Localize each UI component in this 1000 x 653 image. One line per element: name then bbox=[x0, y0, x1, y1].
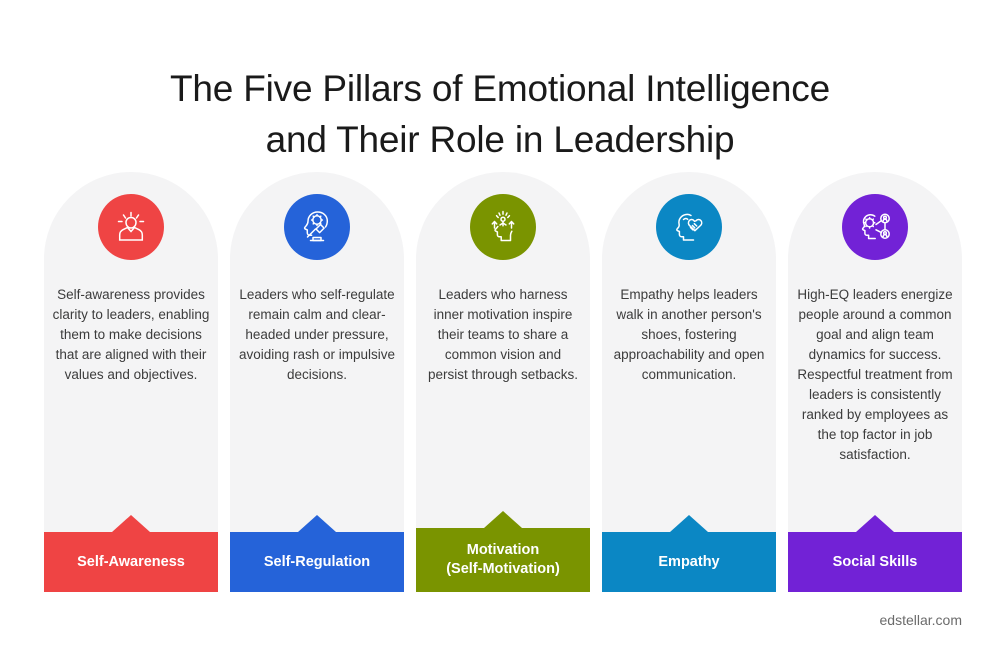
pillar-card: High-EQ leaders energize people around a… bbox=[788, 172, 962, 572]
pillar-label-text: Motivation bbox=[466, 542, 540, 558]
pillar-description: Empathy helps leaders walk in another pe… bbox=[613, 287, 765, 382]
pillar-card: Empathy helps leaders walk in another pe… bbox=[602, 172, 776, 572]
pillar-motivation: Leaders who harness inner motivation ins… bbox=[416, 172, 590, 592]
pointer-triangle-icon bbox=[856, 515, 894, 532]
pillar-card: Leaders who self-regulate remain calm an… bbox=[230, 172, 404, 572]
pillar-description: Leaders who harness inner motivation ins… bbox=[427, 287, 579, 382]
pillar-self-awareness: Self-awareness provides clarity to leade… bbox=[44, 172, 218, 592]
pillar-card: Leaders who harness inner motivation ins… bbox=[416, 172, 590, 572]
pillars-row: Self-awareness provides clarity to leade… bbox=[44, 172, 962, 592]
pillar-label-text: Self-Awareness bbox=[77, 553, 185, 570]
source-attribution[interactable]: edstellar.com bbox=[879, 612, 962, 628]
pointer-triangle-icon bbox=[670, 515, 708, 532]
pillar-label-empathy[interactable]: Empathy bbox=[602, 515, 776, 592]
pillar-label-text: Self-Regulation bbox=[263, 553, 371, 570]
pillar-description: High-EQ leaders energize people around a… bbox=[797, 287, 953, 462]
social-skills-icon-badge bbox=[842, 194, 908, 260]
pointer-triangle-icon bbox=[298, 515, 336, 532]
head-with-rays-icon bbox=[111, 207, 151, 247]
pillar-label-text: Social Skills bbox=[832, 553, 918, 570]
pillar-description: Leaders who self-regulate remain calm an… bbox=[238, 287, 396, 382]
pillar-label-social-skills[interactable]: Social Skills bbox=[788, 515, 962, 592]
head-gear-network-icon bbox=[855, 207, 895, 247]
pillar-label-motivation[interactable]: Motivation (Self-Motivation) bbox=[416, 511, 590, 592]
self-regulation-icon-badge bbox=[284, 194, 350, 260]
pillar-empathy: Empathy helps leaders walk in another pe… bbox=[602, 172, 776, 592]
pillar-label-self-awareness[interactable]: Self-Awareness bbox=[44, 515, 218, 592]
motivation-icon-badge bbox=[470, 194, 536, 260]
head-gear-gavel-icon bbox=[297, 207, 337, 247]
pointer-triangle-icon bbox=[484, 511, 522, 528]
page-title-line-1: The Five Pillars of Emotional Intelligen… bbox=[170, 67, 830, 109]
page-title-line-2: and Their Role in Leadership bbox=[265, 118, 735, 160]
pillar-label-text-secondary: (Self-Motivation) bbox=[446, 561, 560, 577]
self-awareness-icon-badge bbox=[98, 194, 164, 260]
pillar-description: Self-awareness provides clarity to leade… bbox=[52, 287, 210, 382]
page-title: The Five Pillars of Emotional Intelligen… bbox=[50, 63, 950, 165]
pillar-social-skills: High-EQ leaders energize people around a… bbox=[788, 172, 962, 592]
pillar-card: Self-awareness provides clarity to leade… bbox=[44, 172, 218, 572]
pillar-label-text: Empathy bbox=[658, 553, 720, 570]
head-arrows-up-icon bbox=[483, 207, 523, 247]
head-with-heart-hand-icon bbox=[669, 207, 709, 247]
pillar-self-regulation: Leaders who self-regulate remain calm an… bbox=[230, 172, 404, 592]
pointer-triangle-icon bbox=[112, 515, 150, 532]
pillar-label-self-regulation[interactable]: Self-Regulation bbox=[230, 515, 404, 592]
empathy-icon-badge bbox=[656, 194, 722, 260]
